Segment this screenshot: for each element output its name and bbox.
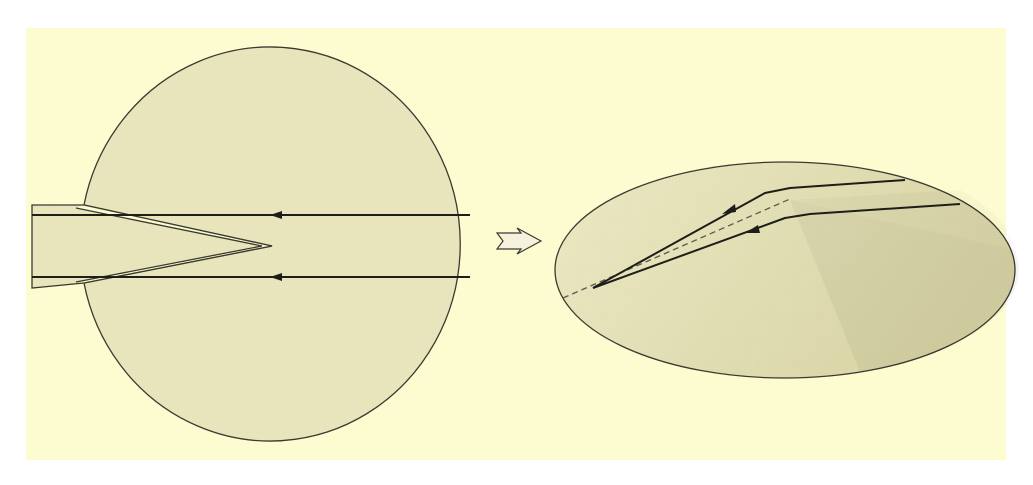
cut-sheet-texture bbox=[32, 205, 272, 288]
flat-disk-group bbox=[31, 46, 470, 442]
cone-group bbox=[554, 161, 1019, 379]
cone-texture bbox=[555, 162, 1015, 378]
cone-path-lower bbox=[592, 203, 961, 289]
cone-path-upper bbox=[592, 179, 906, 289]
cone-dashed-seam bbox=[562, 198, 791, 299]
flat-path-upper-arrow bbox=[270, 211, 282, 219]
flat-disk-texture bbox=[84, 46, 461, 441]
cone-path-lower-arrow bbox=[745, 225, 760, 233]
wedge-edge-outer bbox=[83, 204, 273, 284]
cone-shade-facet bbox=[790, 200, 1019, 372]
wedge-edge-inner bbox=[75, 207, 263, 283]
sheet-outline bbox=[31, 204, 85, 289]
right-arrow-icon bbox=[495, 227, 543, 255]
cone-path-upper-arrow bbox=[722, 204, 736, 214]
flat-path-lower-arrow bbox=[270, 273, 282, 281]
